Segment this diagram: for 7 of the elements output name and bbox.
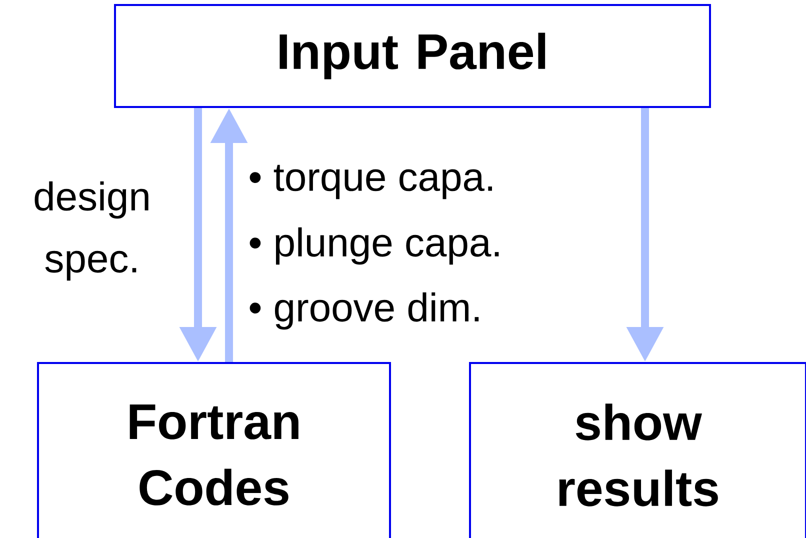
- process-box: Fortran Codes: [37, 362, 391, 538]
- edge-label: design spec.: [34, 181, 148, 281]
- process-box: show results: [469, 362, 806, 538]
- title-box: Input Panel: [114, 4, 711, 108]
- list-item: • groove dim.: [250, 292, 479, 330]
- list-item: • plunge capa.: [250, 227, 499, 265]
- list-item: • torque capa.: [250, 164, 492, 200]
